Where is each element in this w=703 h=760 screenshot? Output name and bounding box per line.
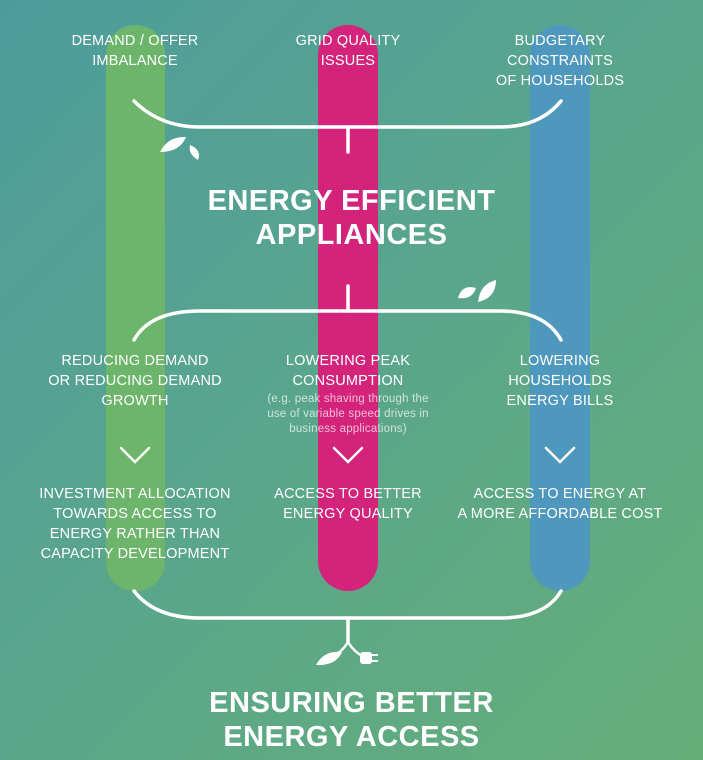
leaf-icon-top [160, 136, 199, 160]
middle-bracket [132, 309, 563, 342]
top-bracket [132, 99, 563, 129]
outcome-affordable-cost: ACCESS TO ENERGY AT A MORE AFFORDABLE CO… [457, 486, 663, 522]
leaf-icon-middle [458, 280, 496, 302]
blue-pillar [530, 25, 590, 591]
outcome-investment-allocation: INVESTMENT ALLOCATION TOWARDS ACCESS TO … [39, 486, 231, 562]
effect-reducing-demand: REDUCING DEMAND OR REDUCING DEMAND GROWT… [48, 353, 222, 409]
center-title: ENERGY EFFICIENT APPLIANCES [207, 185, 496, 251]
challenge-grid-quality: GRID QUALITY ISSUES [295, 33, 401, 69]
effect-lowering-peak-note: (e.g. peak shaving through the use of va… [267, 393, 429, 435]
outcome-energy-quality: ACCESS TO BETTER ENERGY QUALITY [274, 486, 422, 522]
leaf-icon-bottom [316, 651, 342, 666]
plug-icon [360, 652, 378, 664]
effect-lowering-peak: LOWERING PEAK CONSUMPTION [285, 353, 411, 389]
chevron-center [332, 446, 364, 464]
chevron-left [119, 446, 151, 464]
challenge-demand-offer: DEMAND / OFFER IMBALANCE [71, 33, 199, 69]
challenge-budgetary: BUDGETARY CONSTRAINTS OF HOUSEHOLDS [495, 33, 625, 89]
chevron-right [544, 446, 576, 464]
effect-lowering-bills: LOWERING HOUSEHOLDS ENERGY BILLS [506, 353, 614, 409]
bottom-title: ENSURING BETTER ENERGY ACCESS [209, 687, 494, 753]
bottom-bracket [132, 589, 563, 620]
